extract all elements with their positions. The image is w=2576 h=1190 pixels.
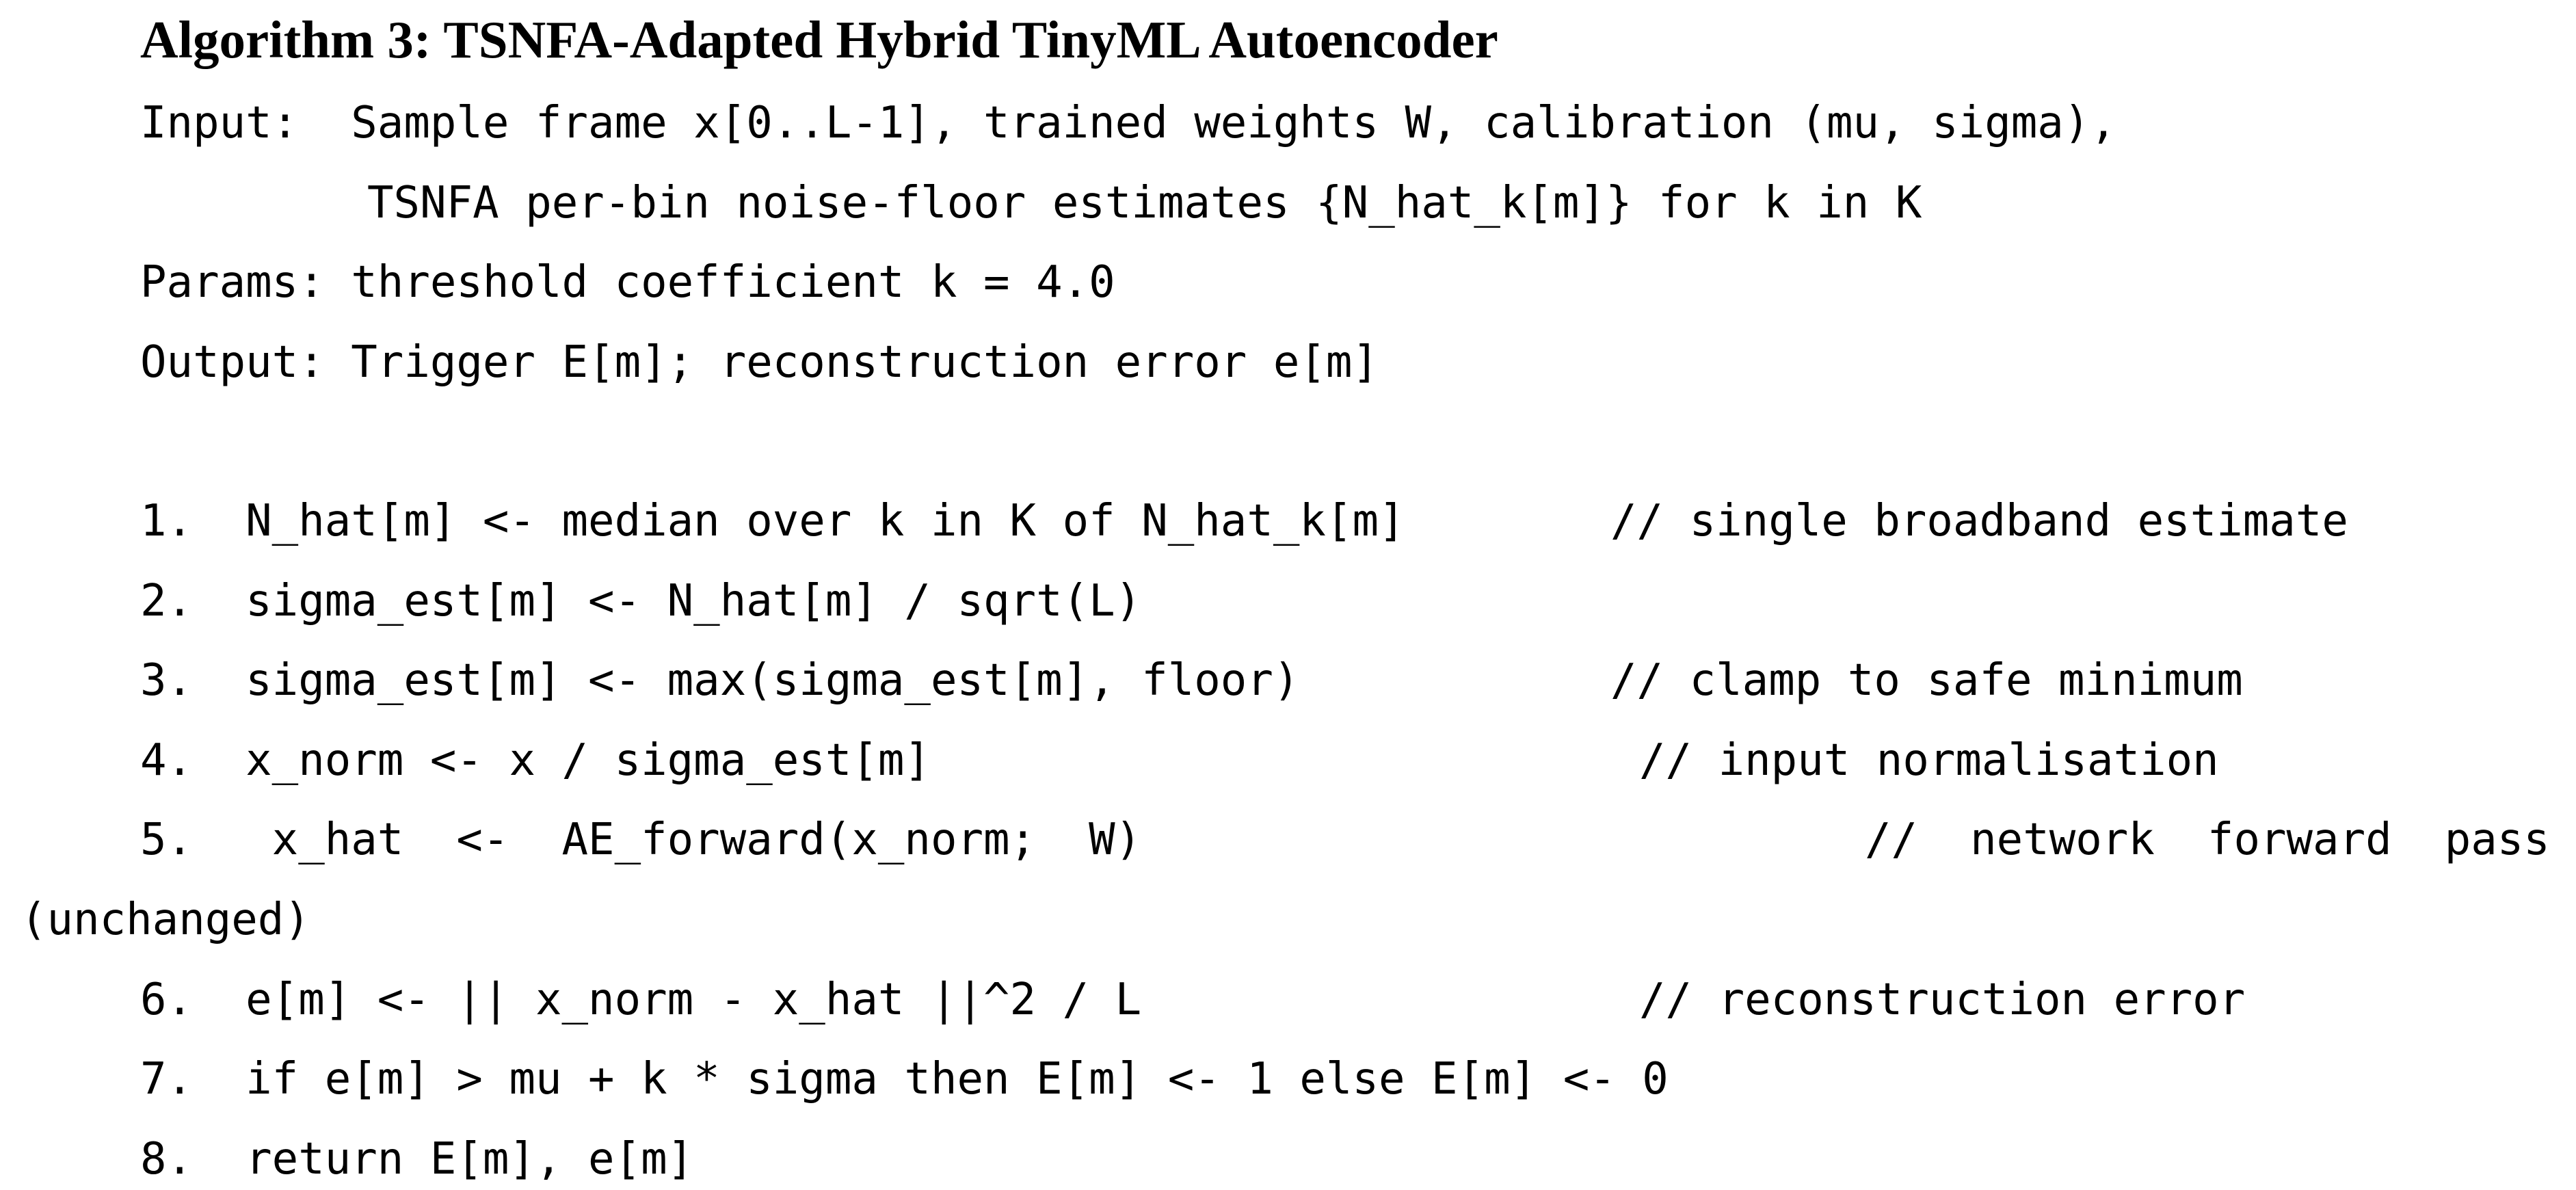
step-5-continuation: (unchanged) — [21, 895, 310, 945]
step-5-code: 5. x_hat <- AE_forward(x_norm; W) — [140, 815, 1142, 865]
step-1-code: 1. N_hat[m] <- median over k in K of N_h… — [140, 496, 1405, 546]
step-6-code: 6. e[m] <- || x_norm - x_hat ||^2 / L — [140, 975, 1142, 1025]
step-5-comment: // network forward pass — [1865, 815, 2550, 865]
input-line-2: TSNFA per-bin noise-floor estimates {N_h… — [367, 178, 1922, 228]
step-4-code: 4. x_norm <- x / sigma_est[m] — [140, 735, 931, 786]
algorithm-title: Algorithm 3: TSNFA-Adapted Hybrid TinyML… — [140, 10, 1498, 69]
step-8-code: 8. return E[m], e[m] — [140, 1134, 694, 1185]
input-line-1: Input: Sample frame x[0..L-1], trained w… — [140, 98, 2116, 148]
step-7-code: 7. if e[m] > mu + k * sigma then E[m] <-… — [140, 1054, 1669, 1105]
output-line: Output: Trigger E[m]; reconstruction err… — [140, 337, 1379, 388]
step-6-comment: // reconstruction error — [1639, 975, 2246, 1025]
step-4-comment: // input normalisation — [1639, 735, 2219, 786]
step-3-comment: // clamp to safe minimum — [1610, 655, 2243, 706]
step-1-comment: // single broadband estimate — [1610, 496, 2348, 546]
params-line: Params: threshold coefficient k = 4.0 — [140, 257, 1115, 308]
step-2-code: 2. sigma_est[m] <- N_hat[m] / sqrt(L) — [140, 576, 1142, 626]
step-3-code: 3. sigma_est[m] <- max(sigma_est[m], flo… — [140, 655, 1300, 706]
